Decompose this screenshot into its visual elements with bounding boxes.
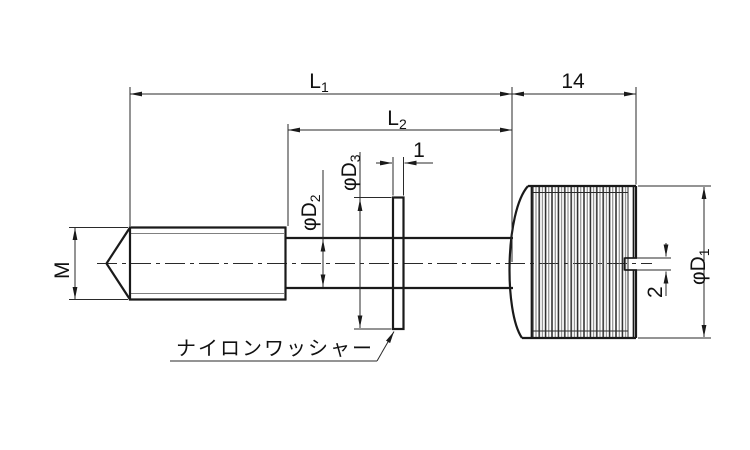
dim-slot-width: 2: [637, 243, 671, 298]
dim-shank-length: L2: [287, 107, 512, 226]
knurled-head: [508, 184, 638, 340]
dim-head-width: 14: [512, 70, 637, 185]
washer-callout: ナイロンワッシャー: [170, 331, 395, 362]
chamfer-point: [105, 226, 131, 301]
head-dome-arc: [508, 185, 529, 339]
label-d1: φD1: [687, 248, 712, 285]
label-d2: φD2: [298, 194, 323, 231]
label-washer-thickness: 1: [413, 139, 425, 162]
shaft: [286, 236, 513, 290]
dim-thread-size: M: [51, 227, 128, 300]
label-l1: L1: [309, 70, 329, 95]
dim-washer-diameter: φD3: [338, 152, 392, 330]
label-head-width: 14: [561, 70, 585, 93]
dim-overall-length: L1: [129, 70, 513, 262]
dim-washer-thickness: 1: [376, 139, 433, 196]
label-l2: L2: [387, 107, 407, 132]
dim-shaft-diameter: φD2: [298, 170, 326, 287]
knurl-texture: [532, 187, 628, 337]
label-slot-width: 2: [644, 286, 667, 298]
driver-slot: [623, 257, 637, 271]
dim-head-diameter: φD1: [638, 185, 712, 339]
label-d3: φD3: [338, 154, 363, 191]
label-thread-size: M: [51, 262, 74, 280]
leader-arrow: [376, 331, 395, 362]
nylon-washer: [391, 196, 405, 331]
label-nylon-washer: ナイロンワッシャー: [176, 338, 374, 360]
threaded-body: [105, 226, 287, 301]
